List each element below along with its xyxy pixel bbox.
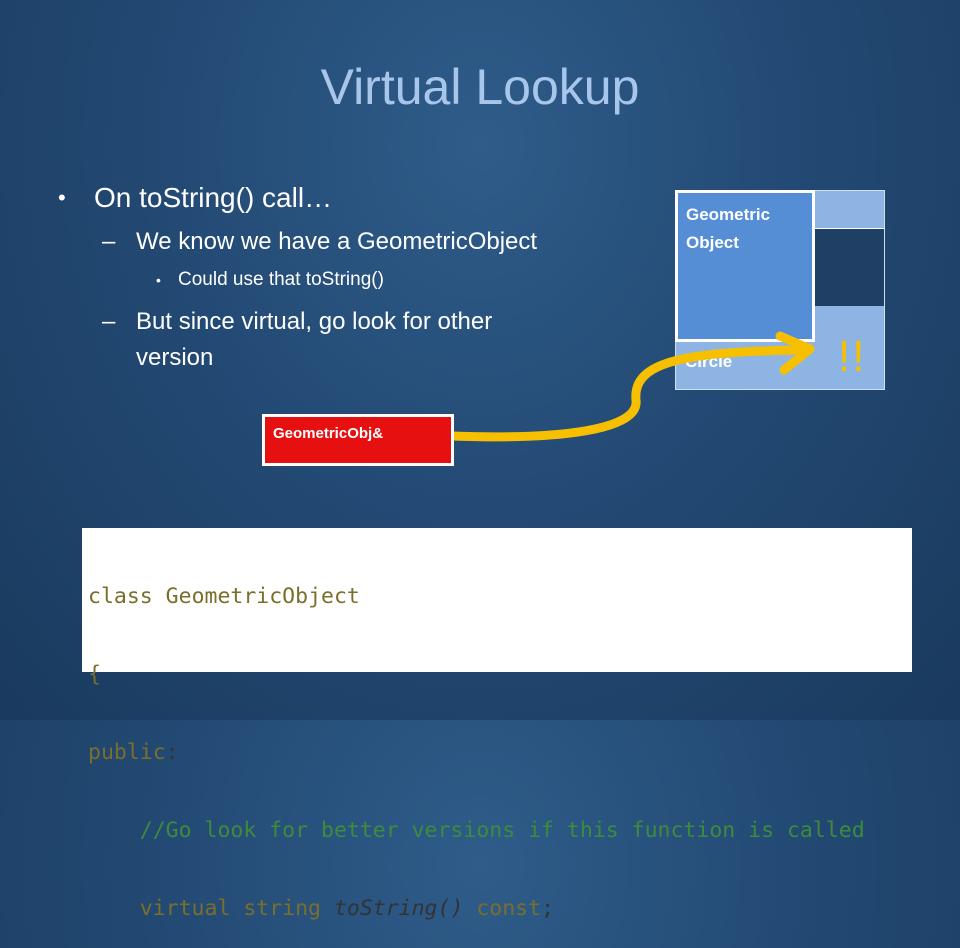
sub-bullet-text: We know we have a GeometricObject (136, 228, 538, 255)
code-line: class GeometricObject (88, 584, 906, 610)
dash-icon: – (102, 308, 116, 335)
code-keyword: virtual string (139, 896, 321, 921)
geometric-object-box: Geometric Object (675, 190, 815, 342)
sub-bullet-text: But since virtual, go look for other ver… (136, 308, 493, 371)
bullet-dot-icon: • (58, 185, 66, 210)
sub-bullet-item: – We know we have a GeometricObject (58, 224, 658, 260)
bullet-text: On toString() call… (94, 182, 333, 213)
circle-label: Circle (685, 352, 733, 371)
code-line: { (88, 662, 906, 688)
code-line: public: (88, 740, 906, 766)
sub-sub-bullet-item: • Could use that toString() (58, 264, 658, 296)
code-punct: : (165, 740, 179, 765)
code-block: class GeometricObject { public: //Go loo… (82, 528, 912, 921)
code-function: toString() (333, 896, 464, 921)
code-line: virtual string toString() const; (88, 896, 906, 922)
dash-icon: – (102, 228, 116, 255)
code-punct: ; (541, 896, 555, 921)
bullet-dot-icon: • (156, 272, 161, 288)
reference-label: GeometricObj& (273, 425, 384, 442)
bullet-list: • On toString() call… – We know we have … (58, 176, 658, 376)
code-brace: { (88, 662, 101, 687)
code-line: //Go look for better versions if this fu… (88, 818, 906, 844)
code-comment: //Go look for better versions if this fu… (139, 818, 865, 843)
reference-box: GeometricObj& (262, 414, 454, 466)
slide-title: Virtual Lookup (320, 59, 640, 115)
sub-sub-bullet-text: Could use that toString() (178, 269, 384, 290)
exclaim-mark: !! (838, 332, 867, 381)
code-text: GeometricObject (152, 584, 360, 609)
code-keyword: const (463, 896, 542, 921)
geometric-object-label: Geometric Object (686, 205, 771, 252)
code-keyword: public (88, 740, 166, 765)
code-keyword: class (88, 584, 153, 609)
sub-bullet-item: – But since virtual, go look for other v… (58, 304, 516, 376)
bullet-item: • On toString() call… (58, 176, 658, 220)
